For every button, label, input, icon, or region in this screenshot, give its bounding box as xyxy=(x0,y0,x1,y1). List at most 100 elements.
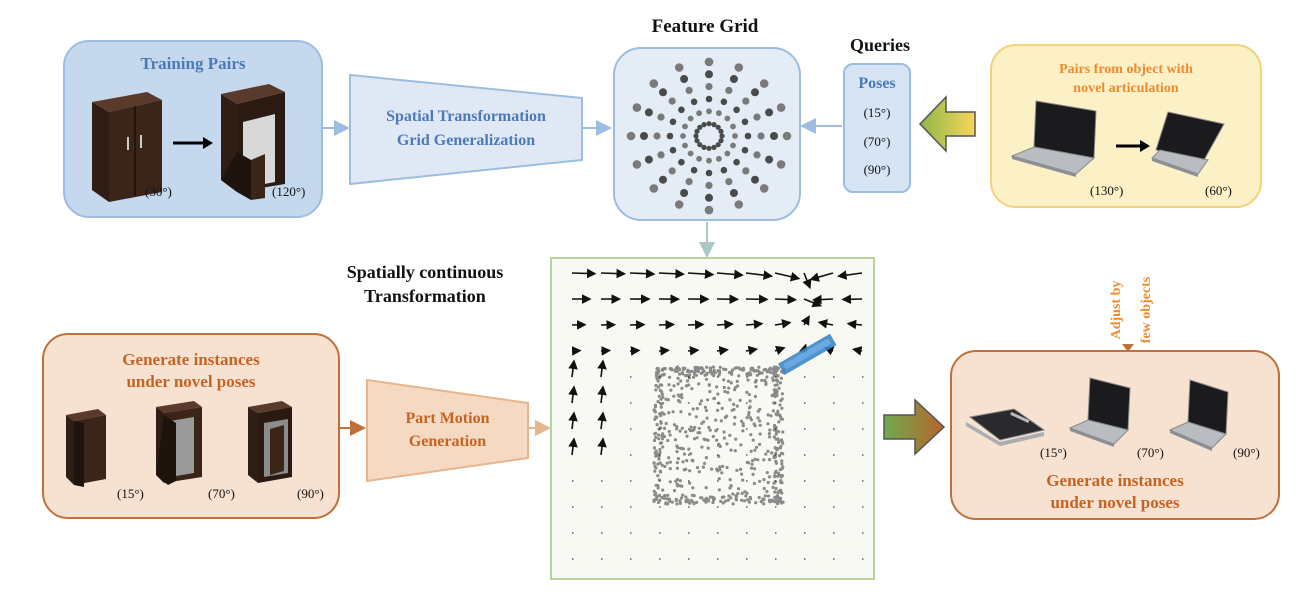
cloud-point xyxy=(695,407,699,411)
motion-vector xyxy=(809,272,834,282)
cloud-point xyxy=(723,389,727,394)
cloud-point xyxy=(698,402,702,406)
cloud-point xyxy=(728,398,732,402)
cloud-point xyxy=(706,499,711,503)
cloud-point xyxy=(663,464,667,469)
grid-node xyxy=(682,142,688,149)
cloud-point xyxy=(690,458,694,462)
cloud-point xyxy=(741,422,745,426)
cloud-point xyxy=(780,466,784,471)
cloud-point xyxy=(668,480,672,484)
cloud-point xyxy=(703,461,707,466)
cloud-point xyxy=(729,381,733,385)
cabinet-pair-illustration xyxy=(92,84,285,202)
cloud-point xyxy=(668,433,672,437)
cloud-point xyxy=(779,499,783,503)
cloud-point xyxy=(730,408,734,412)
cloud-point xyxy=(668,467,672,471)
cloud-point xyxy=(764,381,768,385)
cloud-point xyxy=(713,371,717,375)
grid-node xyxy=(732,133,738,139)
cloud-point xyxy=(657,394,661,398)
cloud-point xyxy=(707,425,711,430)
cloud-point xyxy=(758,442,762,446)
cloud-point xyxy=(673,369,677,373)
grid-node xyxy=(765,108,774,117)
cloud-point xyxy=(657,457,661,461)
cloud-point xyxy=(654,383,658,388)
cloud-point xyxy=(767,458,772,462)
cloud-point xyxy=(722,436,726,440)
novel-angle-b: (60°) xyxy=(1205,183,1232,198)
cloud-point xyxy=(773,446,777,450)
cloud-point xyxy=(706,446,710,450)
cloud-point xyxy=(776,491,780,495)
cloud-point xyxy=(716,392,720,396)
cloud-point xyxy=(712,497,716,501)
cloud-point xyxy=(780,462,784,466)
cloud-point xyxy=(702,420,706,424)
grid-node xyxy=(690,98,698,106)
cloud-point xyxy=(753,457,757,461)
cloud-point xyxy=(669,367,673,371)
cloud-point xyxy=(772,481,776,485)
grid-node xyxy=(759,184,769,193)
cloud-point xyxy=(770,451,774,455)
grid-node xyxy=(741,118,749,126)
continuous-line1: Spatially continuous xyxy=(346,262,504,282)
grid-node xyxy=(687,115,694,122)
vector-field-panel xyxy=(550,257,875,580)
grid-node xyxy=(626,131,636,141)
cloud-point xyxy=(693,371,697,375)
cloud-point xyxy=(774,459,778,463)
cloud-point xyxy=(675,466,679,470)
cloud-point xyxy=(684,373,688,378)
cloud-point xyxy=(773,455,777,459)
cloud-point xyxy=(772,435,776,439)
cloud-point xyxy=(664,502,668,506)
cloud-point xyxy=(739,443,743,447)
motion-vector xyxy=(597,385,607,404)
cloud-point xyxy=(659,441,663,445)
grid-node xyxy=(706,108,712,115)
grid-node xyxy=(711,144,717,150)
cloud-point xyxy=(658,493,662,498)
cloud-point xyxy=(680,386,684,390)
grid-node xyxy=(680,133,686,139)
cloud-point xyxy=(756,409,760,413)
cloud-point xyxy=(725,442,729,446)
cloud-point xyxy=(692,494,696,498)
motion-vector xyxy=(597,411,607,430)
cloud-point xyxy=(773,471,777,475)
grid-node xyxy=(669,146,677,154)
cloud-point xyxy=(675,502,679,506)
cloud-point xyxy=(735,379,739,383)
query-pose-3: (90°) xyxy=(863,162,891,177)
cloud-point xyxy=(690,387,694,391)
cloud-point xyxy=(656,474,660,478)
motion-vector xyxy=(846,319,863,330)
cloud-point xyxy=(768,366,773,370)
grid-node xyxy=(705,193,713,202)
grid-node xyxy=(669,118,677,126)
cloud-point xyxy=(722,378,726,382)
cloud-point xyxy=(679,446,684,450)
generated-laptops xyxy=(966,377,1229,451)
cloud-point xyxy=(688,412,692,416)
cloud-point xyxy=(758,419,762,423)
cloud-point xyxy=(679,410,683,414)
spatial-module-line2: Grid Generalization xyxy=(396,132,536,149)
cloud-point xyxy=(778,413,782,417)
cloud-point xyxy=(771,485,775,489)
generate-left-angle-2: (70°) xyxy=(208,486,235,501)
cloud-point xyxy=(653,464,657,468)
cabinet-closed-icon xyxy=(92,92,162,202)
cloud-point xyxy=(687,447,691,451)
grid-node xyxy=(744,132,752,140)
cloud-point xyxy=(773,390,778,394)
grid-node xyxy=(680,189,689,197)
cloud-point xyxy=(689,425,693,429)
cloud-point xyxy=(741,368,745,372)
cloud-point xyxy=(710,467,714,471)
cloud-point xyxy=(762,458,766,462)
